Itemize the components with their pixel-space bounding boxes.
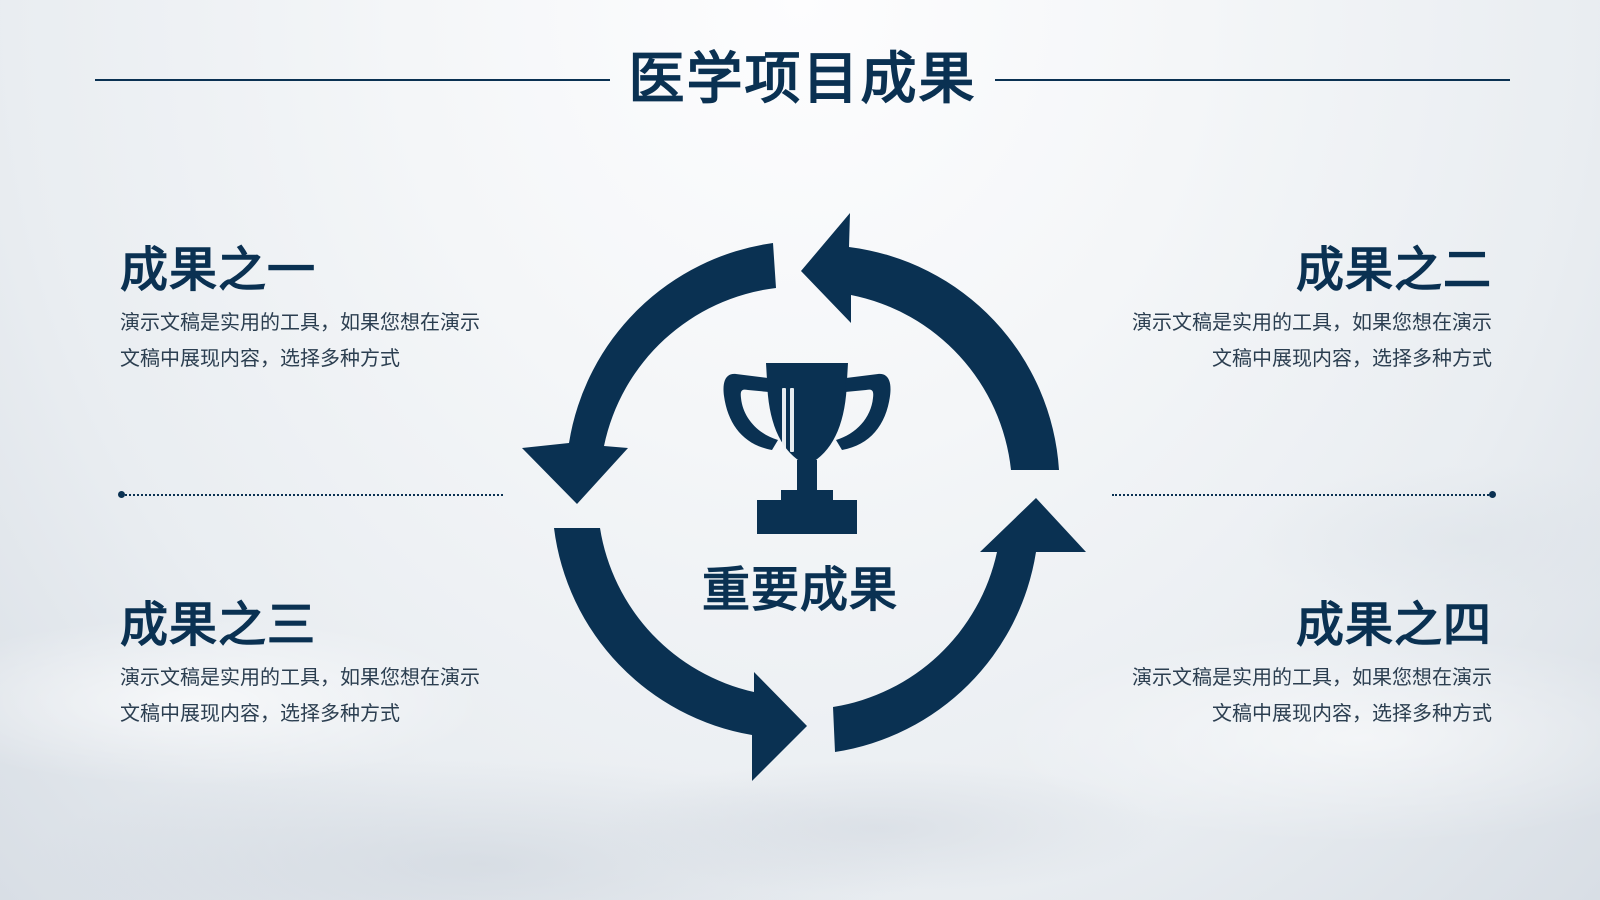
cycle-arrow-top-right [801,213,1059,470]
title-bar: 医学项目成果 [95,45,1510,115]
cycle-arrow-top-left [522,243,776,504]
result-text-2-line-1: 演示文稿是实用的工具，如果您想在演示 [1132,310,1492,334]
result-heading-3: 成果之三 [120,597,317,653]
divider-left [120,494,503,496]
divider-dot-right [1489,491,1496,498]
result-text-4: 演示文稿是实用的工具，如果您想在演示 文稿中展现内容，选择多种方式 [1092,659,1492,731]
result-text-2: 演示文稿是实用的工具，如果您想在演示 文稿中展现内容，选择多种方式 [1092,304,1492,376]
result-text-1-line-2: 文稿中展现内容，选择多种方式 [120,346,400,370]
result-text-1-line-1: 演示文稿是实用的工具，如果您想在演示 [120,310,480,334]
result-text-4-line-1: 演示文稿是实用的工具，如果您想在演示 [1132,665,1492,689]
result-block-2: 成果之二 演示文稿是实用的工具，如果您想在演示 文稿中展现内容，选择多种方式 [1092,240,1492,376]
trophy-highlight [782,388,794,452]
result-text-4-line-2: 文稿中展现内容，选择多种方式 [1212,701,1492,725]
result-text-1: 演示文稿是实用的工具，如果您想在演示 文稿中展现内容，选择多种方式 [120,304,520,376]
result-text-2-line-2: 文稿中展现内容，选择多种方式 [1212,346,1492,370]
result-heading-1: 成果之一 [120,242,317,298]
result-text-3-line-1: 演示文稿是实用的工具，如果您想在演示 [120,665,480,689]
trophy-icon [723,363,891,534]
result-text-3-line-2: 文稿中展现内容，选择多种方式 [120,701,400,725]
cycle-arrow-bottom-left [554,528,807,781]
result-block-4: 成果之四 演示文稿是实用的工具，如果您想在演示 文稿中展现内容，选择多种方式 [1092,595,1492,731]
result-block-3: 成果之三 演示文稿是实用的工具，如果您想在演示 文稿中展现内容，选择多种方式 [120,595,520,731]
result-block-1: 成果之一 演示文稿是实用的工具，如果您想在演示 文稿中展现内容，选择多种方式 [120,240,520,376]
center-label: 重要成果 [701,562,898,618]
page-title: 医学项目成果 [628,47,977,112]
result-text-3: 演示文稿是实用的工具，如果您想在演示 文稿中展现内容，选择多种方式 [120,659,520,731]
result-heading-4: 成果之四 [1295,597,1492,653]
divider-right [1112,494,1493,496]
result-heading-2: 成果之二 [1295,242,1492,298]
cycle-arrow-bottom-right [833,498,1086,752]
divider-dot-left [118,491,125,498]
title-rule-right [995,79,1510,81]
title-rule-left [95,79,610,81]
